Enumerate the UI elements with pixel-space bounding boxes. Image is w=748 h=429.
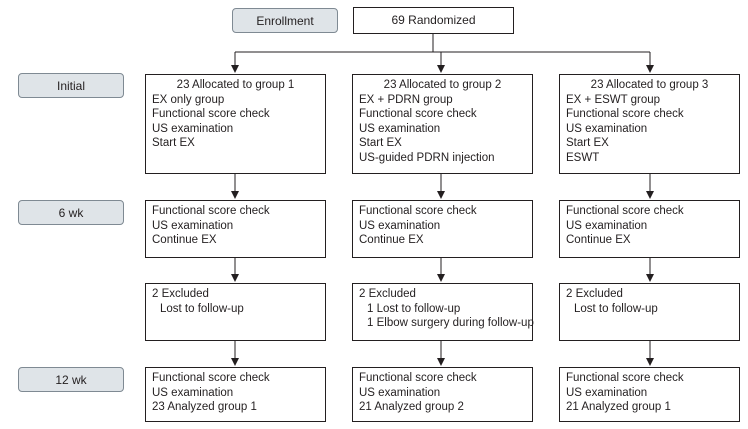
group1-initial-line: Functional score check [152,108,270,120]
group3-initial-line: Functional score check [566,108,684,120]
group3-initial-line: US examination [566,122,648,135]
group2-6wk-box: Functional score check US examination Co… [352,200,533,258]
randomized-box: 69 Randomized [353,7,514,34]
group2-12wk-line: 21 Analyzed group 2 [359,401,464,413]
group2-excluded-box: 2 Excluded 1 Lost to follow-up 1 Elbow s… [352,283,534,341]
group1-initial-line: US examination [152,122,234,135]
group2-initial-line: US-guided PDRN injection [359,151,495,164]
group3-excluded-box: 2 Excluded Lost to follow-up [559,283,740,341]
stage-label-enrollment: Enrollment [232,8,338,33]
group1-initial-line: EX only group [152,93,225,106]
group1-excluded-header: 2 Excluded [152,288,209,300]
group2-excluded-reason: 1 Elbow surgery during follow-up [367,317,534,329]
group2-initial-line: Functional score check [359,108,477,120]
group2-initial-box: 23 Allocated to group 2 EX + PDRN group … [352,74,533,174]
group3-allocation-header: 23 Allocated to group 3 [590,79,709,91]
group3-6wk-box: Functional score check US examination Co… [559,200,740,258]
stage-label-initial-text: Initial [56,78,85,93]
group1-excluded-reason: Lost to follow-up [160,302,244,315]
group3-initial-line: ESWT [566,151,600,164]
group2-excluded-header: 2 Excluded [359,288,416,300]
group3-initial-line: Start EX [566,137,609,149]
group2-6wk-line: Functional score check [359,205,477,217]
group3-6wk-line: Continue EX [566,234,631,246]
group1-excluded-box: 2 Excluded Lost to follow-up [145,283,326,341]
group3-6wk-line: Functional score check [566,205,684,217]
group1-initial-box: 23 Allocated to group 1 EX only group Fu… [145,74,326,174]
group1-allocation-header: 23 Allocated to group 1 [176,79,295,91]
group2-allocation-header: 23 Allocated to group 2 [383,79,502,91]
group2-6wk-line: Continue EX [359,234,424,246]
stage-label-12wk-text: 12 wk [55,372,87,387]
group2-excluded-reason: 1 Lost to follow-up [367,302,461,315]
stage-label-6wk: 6 wk [18,200,124,225]
group3-12wk-line: US examination [566,386,648,399]
group3-12wk-line: Functional score check [566,372,684,384]
group3-initial-box: 23 Allocated to group 3 EX + ESWT group … [559,74,740,174]
group1-6wk-line: Functional score check [152,205,270,217]
group1-12wk-line: Functional score check [152,372,270,384]
group3-12wk-line: 21 Analyzed group 1 [566,401,671,413]
group1-12wk-box: Functional score check US examination 23… [145,367,326,422]
group1-12wk-line: 23 Analyzed group 1 [152,401,257,413]
group1-initial-line: Start EX [152,137,195,149]
group2-12wk-box: Functional score check US examination 21… [352,367,533,422]
group3-12wk-box: Functional score check US examination 21… [559,367,740,422]
group3-6wk-line: US examination [566,219,648,232]
group3-excluded-reason: Lost to follow-up [574,302,658,315]
group3-initial-line: EX + ESWT group [566,93,661,106]
randomized-text: 69 Randomized [391,13,476,28]
stage-label-6wk-text: 6 wk [58,205,84,220]
group2-6wk-line: US examination [359,219,441,232]
group2-12wk-line: Functional score check [359,372,477,384]
stage-label-enrollment-text: Enrollment [256,13,314,28]
stage-label-12wk: 12 wk [18,367,124,392]
group2-12wk-line: US examination [359,386,441,399]
group3-excluded-header: 2 Excluded [566,288,623,300]
group2-initial-line: US examination [359,122,441,135]
group1-6wk-box: Functional score check US examination Co… [145,200,326,258]
stage-label-initial: Initial [18,73,124,98]
group1-12wk-line: US examination [152,386,234,399]
group2-initial-line: Start EX [359,137,402,149]
group1-6wk-line: US examination [152,219,234,232]
group2-initial-line: EX + PDRN group [359,93,453,106]
group1-6wk-line: Continue EX [152,234,217,246]
